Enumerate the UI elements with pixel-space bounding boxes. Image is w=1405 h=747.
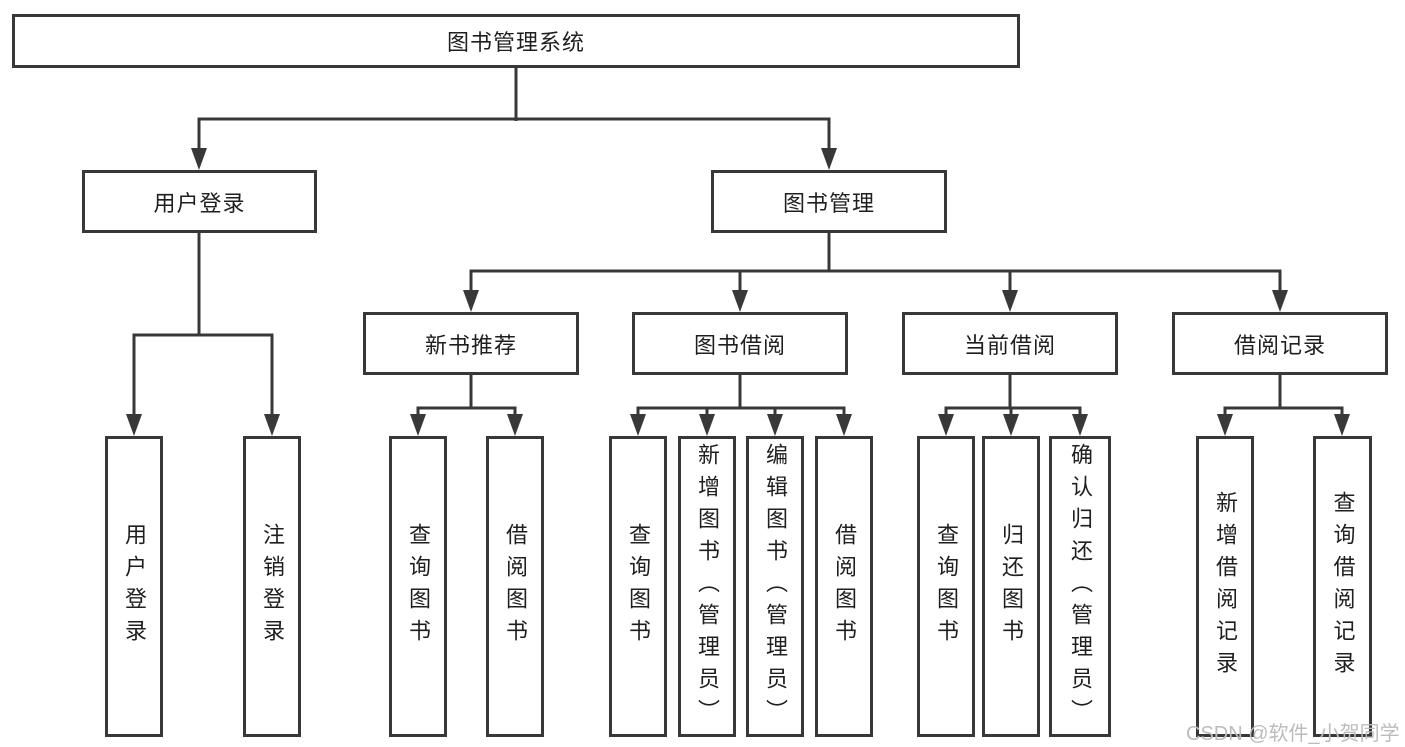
- node-book-borrowing: 图书借阅: [632, 312, 848, 375]
- leaf-borrow-books-recommend: 借阅图书: [486, 436, 544, 737]
- node-library-management-system: 图书管理系统: [12, 14, 1020, 68]
- node-label: 查询图书: [406, 522, 431, 651]
- leaf-add-borrow-record: 新增借阅记录: [1196, 436, 1254, 737]
- node-label: 确认归还（管理员）: [1068, 442, 1093, 731]
- node-user-login: 用户登录: [82, 170, 317, 233]
- node-label: 查询借阅记录: [1330, 490, 1356, 683]
- node-current-borrowing: 当前借阅: [902, 312, 1118, 375]
- connector-path: [132, 68, 1344, 416]
- leaf-query-books-current: 查询图书: [917, 436, 975, 737]
- node-new-book-recommendation: 新书推荐: [363, 312, 579, 375]
- leaf-query-books-borrowing: 查询图书: [609, 436, 667, 737]
- leaf-query-books-recommend: 查询图书: [389, 436, 447, 737]
- csdn-watermark: CSDN @软件_小贺同学: [1186, 723, 1400, 745]
- node-label: 查询图书: [626, 522, 651, 651]
- leaf-confirm-return-admin: 确认归还（管理员）: [1049, 436, 1111, 737]
- leaf-add-book-admin: 新增图书（管理员）: [678, 436, 736, 737]
- leaf-user-login: 用户登录: [105, 436, 163, 737]
- leaf-edit-book-admin: 编辑图书（管理员）: [746, 436, 804, 737]
- node-label: 借阅图书: [832, 522, 857, 651]
- leaf-query-borrow-record: 查询借阅记录: [1313, 436, 1372, 737]
- node-label: 编辑图书（管理员）: [763, 442, 788, 731]
- node-label: 新增借阅记录: [1213, 490, 1238, 683]
- node-label: 归还图书: [999, 522, 1024, 651]
- arrowheads: [126, 148, 1350, 436]
- node-book-management: 图书管理: [711, 170, 947, 233]
- leaf-logout: 注销登录: [243, 436, 301, 737]
- node-label: 新增图书（管理员）: [695, 442, 720, 731]
- node-label: 注销登录: [260, 522, 285, 651]
- node-label: 查询图书: [934, 522, 959, 651]
- node-borrowing-records: 借阅记录: [1172, 312, 1388, 375]
- node-label: 用户登录: [122, 522, 147, 651]
- leaf-return-book: 归还图书: [982, 436, 1040, 737]
- leaf-borrow-books-borrowing: 借阅图书: [815, 436, 873, 737]
- node-label: 借阅图书: [503, 522, 528, 651]
